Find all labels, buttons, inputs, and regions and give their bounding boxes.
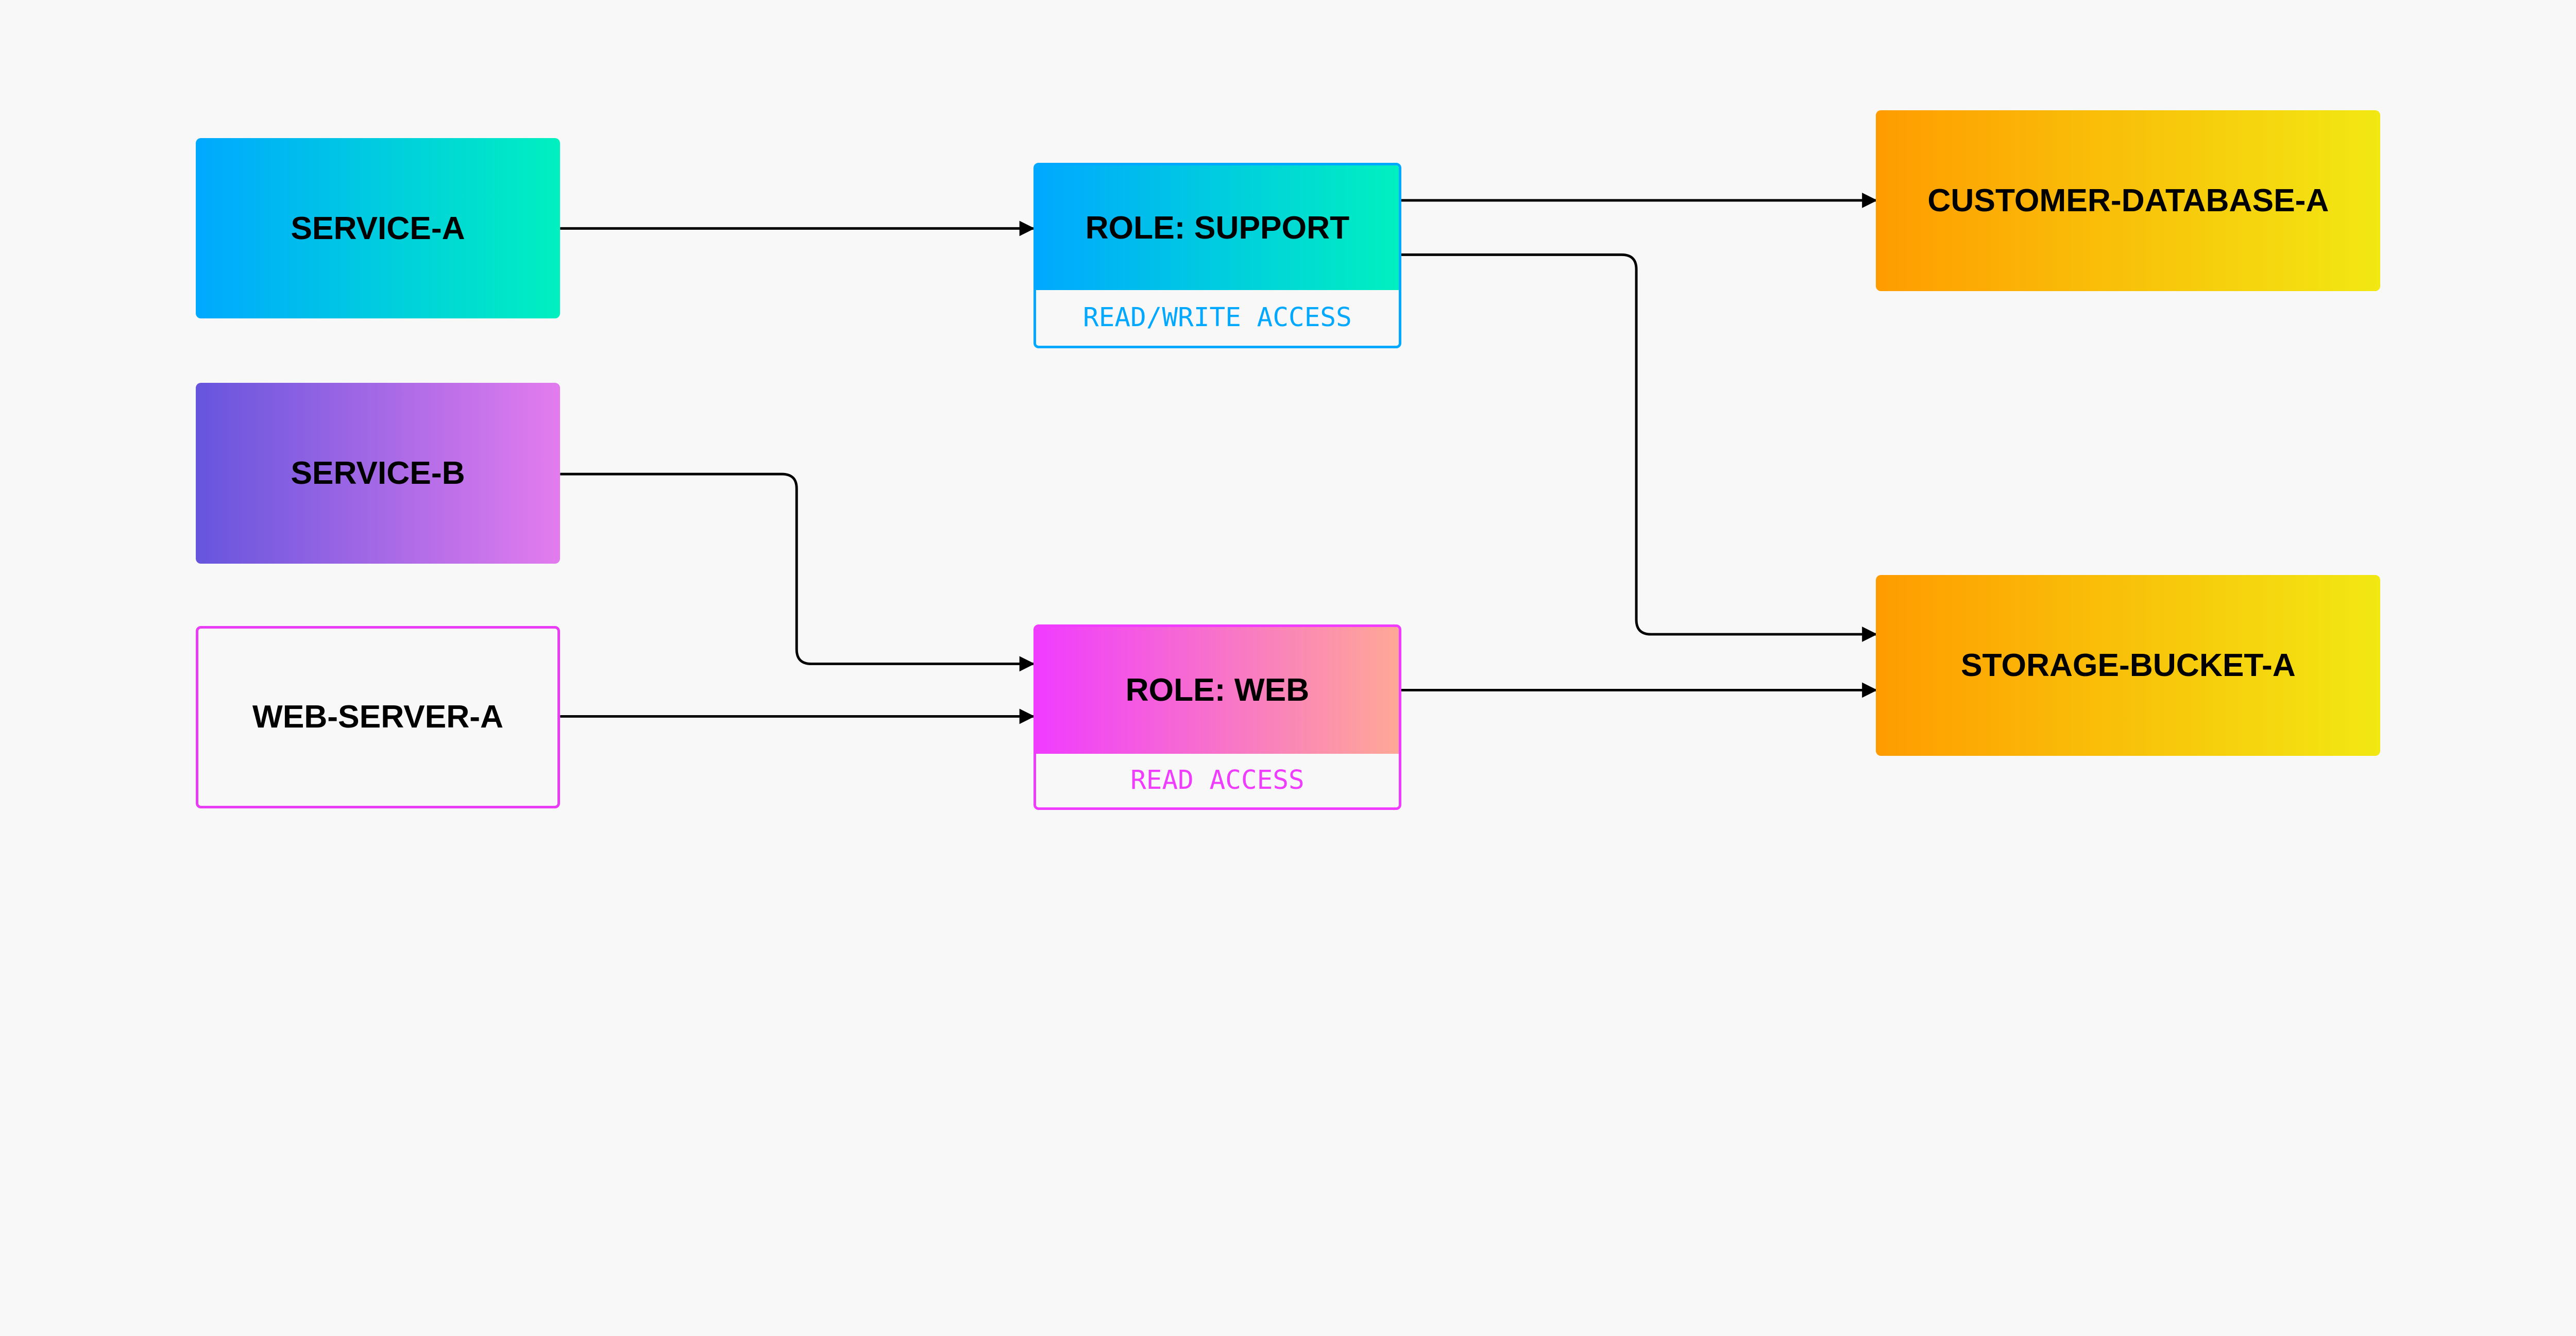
node-service-b[interactable]: SERVICE-B xyxy=(195,383,561,564)
node-web-server-a[interactable]: WEB-SERVER-A xyxy=(195,625,561,808)
node-label: WEB-SERVER-A xyxy=(252,699,504,735)
node-customer-database-a[interactable]: CUSTOMER-DATABASE-A xyxy=(1876,110,2381,291)
node-role-support[interactable]: ROLE: SUPPORT READ/WRITE ACCESS xyxy=(1033,162,1401,348)
role-access: READ/WRITE ACCESS xyxy=(1036,290,1399,346)
role-title: ROLE: WEB xyxy=(1036,627,1399,754)
diagram-canvas: SERVICE-A SERVICE-B WEB-SERVER-A ROLE: S… xyxy=(195,110,2381,810)
node-label: CUSTOMER-DATABASE-A xyxy=(1927,182,2329,218)
node-label: SERVICE-B xyxy=(291,455,465,491)
node-storage-bucket-a[interactable]: STORAGE-BUCKET-A xyxy=(1876,575,2381,756)
role-title: ROLE: SUPPORT xyxy=(1036,165,1399,291)
node-role-web[interactable]: ROLE: WEB READ ACCESS xyxy=(1033,624,1401,810)
role-access: READ ACCESS xyxy=(1036,753,1399,807)
node-label: SERVICE-A xyxy=(291,210,465,246)
node-service-a[interactable]: SERVICE-A xyxy=(195,138,561,319)
edge-service-b-to-role-web xyxy=(560,472,1035,672)
node-label: STORAGE-BUCKET-A xyxy=(1960,648,2296,684)
edge-role-support-to-storage-bucket xyxy=(1401,253,1877,642)
edges xyxy=(560,192,1877,724)
